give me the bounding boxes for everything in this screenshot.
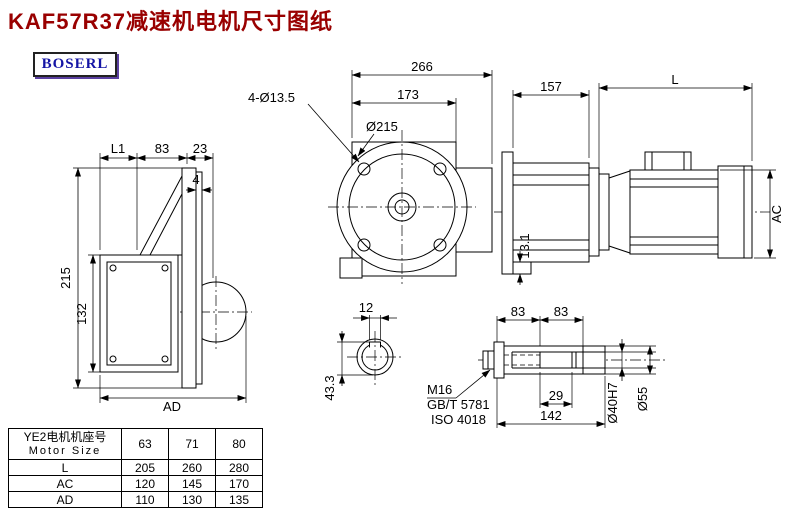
housing-foot-side [512, 261, 532, 275]
housing-inner-face [106, 261, 172, 366]
table-cell: 205 [121, 459, 169, 476]
dim-83-label: 83 [155, 141, 169, 156]
table-cell: 135 [215, 491, 263, 508]
dim-L-label: L [671, 72, 678, 87]
table-cell: 130 [168, 491, 216, 508]
row-label-L: L [8, 459, 122, 476]
dim-AD-label: AD [163, 399, 181, 414]
bolt-standard-gb-label: GB/T 5781 [427, 397, 490, 412]
keyway-mask [369, 341, 381, 348]
dim-132-label: 132 [74, 303, 89, 325]
table-cell: 170 [215, 475, 263, 492]
corner-bolt [109, 264, 117, 272]
bolt-holes-leader [307, 103, 360, 163]
table-row-L: L 205 260 280 [8, 459, 263, 476]
dim-266-label: 266 [411, 59, 433, 74]
flange-plate-edge [195, 171, 203, 385]
table-cell: 110 [121, 491, 169, 508]
brand-logo: BOSERL [33, 52, 117, 77]
adapter-flange-1 [588, 167, 600, 257]
centerlines [328, 130, 476, 284]
bolt-standard-iso-label: ISO 4018 [431, 412, 486, 427]
bolt-hole [433, 162, 447, 176]
dim-12-label: 12 [359, 300, 373, 315]
front-view: 266 173 4-Ø13.5 Ø215 [248, 59, 493, 284]
housing-foot [339, 257, 363, 279]
motor-dimension-table: YE2电机机座号 Motor Size 63 71 80 L 205 260 2… [8, 428, 263, 508]
output-flange-plate [501, 151, 514, 275]
dim-83-left-label: 83 [511, 304, 525, 319]
mounting-flange-edge [181, 167, 197, 389]
fan-cover [717, 165, 753, 259]
end-washer [493, 341, 505, 379]
dim-173-label: 173 [397, 87, 419, 102]
header-size-63: 63 [121, 428, 169, 460]
header-motor-size-en: Motor Size [28, 444, 102, 457]
flange-dia-leader [357, 133, 375, 157]
dim-83-right-label: 83 [554, 304, 568, 319]
dim-13-1-label: 13.1 [517, 233, 532, 258]
dim-43-3-label: 43.3 [322, 375, 337, 400]
side-view: 157 L AC 13.1 [494, 72, 784, 285]
bolt-leader [455, 369, 491, 399]
header-motor-size-cn: YE2电机机座号 [23, 429, 107, 444]
header-motor-size-cell: YE2电机机座号 Motor Size [8, 428, 122, 460]
row-label-AC: AC [8, 475, 122, 492]
adapter-flange-2 [598, 173, 610, 251]
dim-outer-dia-label: Ø55 [635, 387, 650, 412]
corner-bolt [109, 355, 117, 363]
shaft-detail-view: 83 83 M16 GB/T 5781 ISO 4018 29 142 Ø40H… [427, 304, 668, 428]
header-size-71: 71 [168, 428, 216, 460]
dim-bore-dia-label: Ø40H7 [605, 382, 620, 423]
dim-flange-dia-label: Ø215 [366, 119, 398, 134]
table-cell: 260 [168, 459, 216, 476]
terminal-box [644, 151, 692, 171]
dim-23-label: 23 [193, 141, 207, 156]
motor-bell [608, 170, 631, 254]
page-title: KAF57R37减速机电机尺寸图纸 [8, 9, 334, 34]
dim-142-label: 142 [540, 408, 562, 423]
shaft-cross-section: 12 43.3 [322, 300, 404, 401]
dim-215-label: 215 [58, 267, 73, 289]
bolt-hole [433, 238, 447, 252]
dim-157-label: 157 [540, 79, 562, 94]
bolt-hole [357, 238, 371, 252]
dim-4-label: 4 [192, 172, 199, 187]
table-row-AD: AD 110 130 135 [8, 491, 263, 508]
table-header-row: YE2电机机座号 Motor Size 63 71 80 [8, 428, 263, 460]
corner-bolt [161, 264, 169, 272]
corner-bolt [161, 355, 169, 363]
dim-bolt-holes-label: 4-Ø13.5 [248, 90, 295, 105]
dim-L1-label: L1 [111, 141, 125, 156]
bolt-shank-hidden [504, 354, 540, 366]
table-cell: 120 [121, 475, 169, 492]
left-view: L1 83 23 4 215 132 AD [58, 141, 252, 414]
housing-front [99, 254, 179, 373]
table-row-AC: AC 120 145 170 [8, 475, 263, 492]
table-cell: 145 [168, 475, 216, 492]
dim-AC-label: AC [769, 205, 784, 223]
table-cell: 280 [215, 459, 263, 476]
header-size-80: 80 [215, 428, 263, 460]
row-label-AD: AD [8, 491, 122, 508]
bolt-hole [357, 162, 371, 176]
motor-body [629, 169, 719, 255]
dim-29-label: 29 [549, 388, 563, 403]
hollow-shaft-body [496, 345, 606, 375]
housing-arm [139, 175, 183, 256]
bolt-thread-label: M16 [427, 382, 452, 397]
